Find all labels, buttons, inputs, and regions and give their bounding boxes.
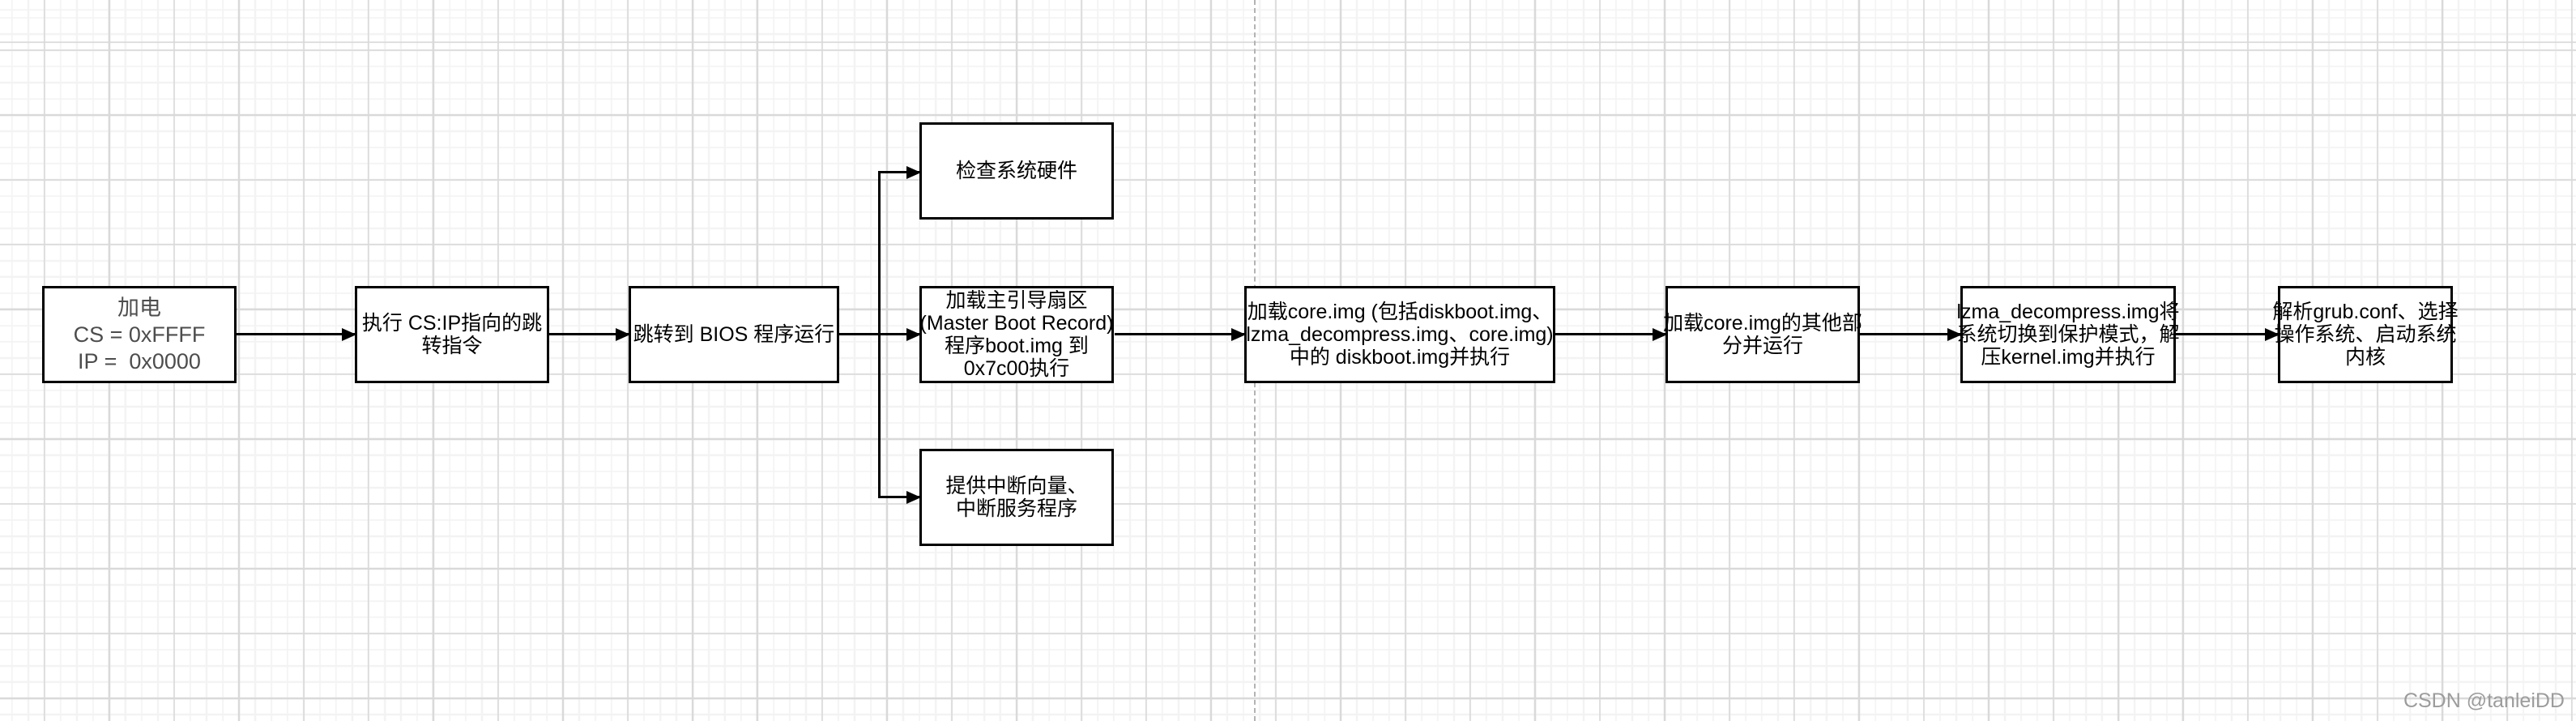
- csdn-watermark: CSDN @tanleiDD: [2403, 689, 2565, 712]
- node-interrupt-services: 提供中断向量、 中断服务程序: [919, 449, 1114, 546]
- node-exec-jump-label: 执行 CS:IP指向的跳 转指令: [361, 312, 543, 357]
- node-load-coreimg: 加载core.img (包括diskboot.img、 lzma_decompr…: [1244, 286, 1555, 383]
- node-lzma-decompress-label: lzma_decompress.img将 系统切换到保护模式，解 压kernel…: [1956, 301, 2180, 369]
- node-power-on-label: 加电 CS = 0xFFFF IP = 0x0000: [73, 295, 206, 373]
- node-jump-to-bios-label: 跳转到 BIOS 程序运行: [633, 323, 835, 346]
- node-lzma-decompress: lzma_decompress.img将 系统切换到保护模式，解 压kernel…: [1956, 286, 2180, 383]
- node-interrupt-services-label: 提供中断向量、 中断服务程序: [945, 475, 1088, 520]
- node-load-mbr: 加载主引导扇区 (Master Boot Record) 程序boot.img …: [919, 286, 1114, 383]
- node-load-coreimg-label: 加载core.img (包括diskboot.img、 lzma_decompr…: [1246, 301, 1554, 369]
- node-load-coreimg-rest: 加载core.img的其他部 分并运行: [1663, 286, 1862, 383]
- connector-branch-vertical: [878, 171, 881, 497]
- node-parse-grubconf: 解析grub.conf、选择 操作系统、启动系统 内核: [2272, 286, 2459, 383]
- node-power-on: 加电 CS = 0xFFFF IP = 0x0000: [42, 286, 237, 383]
- node-check-hardware: 检查系统硬件: [919, 122, 1114, 220]
- arrow-power-to-exec: [237, 333, 355, 335]
- arrow-mbr-to-coreimg: [1115, 333, 1244, 335]
- arrow-branch-to-interrupt-services: [878, 496, 919, 498]
- node-jump-to-bios: 跳转到 BIOS 程序运行: [629, 286, 839, 383]
- node-check-hardware-label: 检查系统硬件: [955, 160, 1077, 182]
- arrow-branch-to-check-hardware: [878, 171, 919, 173]
- node-parse-grubconf-label: 解析grub.conf、选择 操作系统、启动系统 内核: [2272, 301, 2459, 369]
- arrow-rest-to-lzma: [1860, 333, 1960, 335]
- node-load-mbr-label: 加载主引导扇区 (Master Boot Record) 程序boot.img …: [919, 289, 1114, 380]
- arrow-exec-to-bios: [549, 333, 629, 335]
- node-load-coreimg-rest-label: 加载core.img的其他部 分并运行: [1663, 312, 1862, 357]
- arrow-lzma-to-grub: [2176, 333, 2278, 335]
- node-exec-jump-instruction: 执行 CS:IP指向的跳 转指令: [355, 286, 549, 383]
- arrow-coreimg-to-rest: [1555, 333, 1665, 335]
